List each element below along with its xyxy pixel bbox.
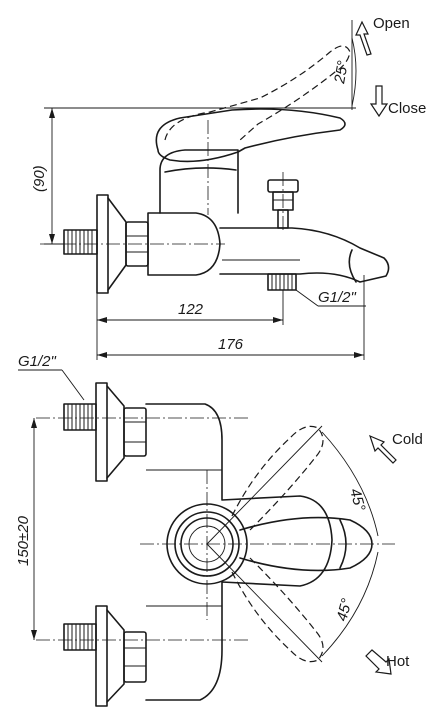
hot-angle-label: 45° bbox=[333, 597, 355, 623]
lower-inlet bbox=[63, 605, 147, 707]
side-view: G1/2" (90) 25° Open Close bbox=[31, 15, 426, 360]
spout bbox=[219, 227, 390, 283]
inlet-thread-label: G1/2" bbox=[18, 353, 57, 370]
angle-25-dimension: 25° bbox=[232, 20, 357, 110]
cold-angle-label: 45° bbox=[346, 487, 368, 513]
spout-thread-label: G1/2" bbox=[318, 289, 357, 306]
lever-open bbox=[164, 45, 351, 141]
inlet-thread-side bbox=[63, 229, 98, 255]
length-dimension: 176 bbox=[97, 275, 365, 360]
open-indicator: Open bbox=[355, 15, 410, 56]
top-view: G1/2" bbox=[15, 353, 423, 707]
angle-hot-dimension: 45° bbox=[206, 543, 379, 663]
diverter-knob bbox=[267, 172, 299, 232]
height-dim-label: (90) bbox=[31, 165, 48, 192]
hot-label: Hot bbox=[386, 653, 410, 670]
spacing-dim-label: 150±20 bbox=[15, 515, 32, 566]
close-indicator: Close bbox=[369, 85, 426, 118]
cold-label: Cold bbox=[392, 431, 423, 448]
cold-indicator: Cold bbox=[369, 431, 423, 464]
close-label: Close bbox=[388, 100, 426, 117]
lever-center bbox=[239, 516, 373, 572]
length-dim-label: 176 bbox=[218, 336, 244, 353]
lever-hot bbox=[231, 557, 324, 663]
hot-indicator: Hot bbox=[365, 649, 410, 675]
height-dimension: (90) bbox=[31, 107, 232, 245]
cartridge-top bbox=[166, 503, 248, 585]
depth-dim-label: 122 bbox=[178, 301, 204, 318]
outlet-thread-side bbox=[267, 273, 297, 291]
lever-cold bbox=[231, 425, 324, 531]
lever-angle-label: 25° bbox=[331, 59, 352, 85]
upper-inlet bbox=[63, 382, 147, 482]
cartridge-housing bbox=[159, 149, 239, 214]
lever-closed bbox=[155, 108, 346, 163]
mixer-body-top bbox=[145, 403, 333, 701]
spacing-dimension: 150±20 bbox=[15, 418, 37, 640]
depth-dimension: 122 bbox=[96, 290, 284, 360]
open-label: Open bbox=[373, 15, 410, 32]
angle-cold-dimension: 45° bbox=[206, 425, 379, 545]
